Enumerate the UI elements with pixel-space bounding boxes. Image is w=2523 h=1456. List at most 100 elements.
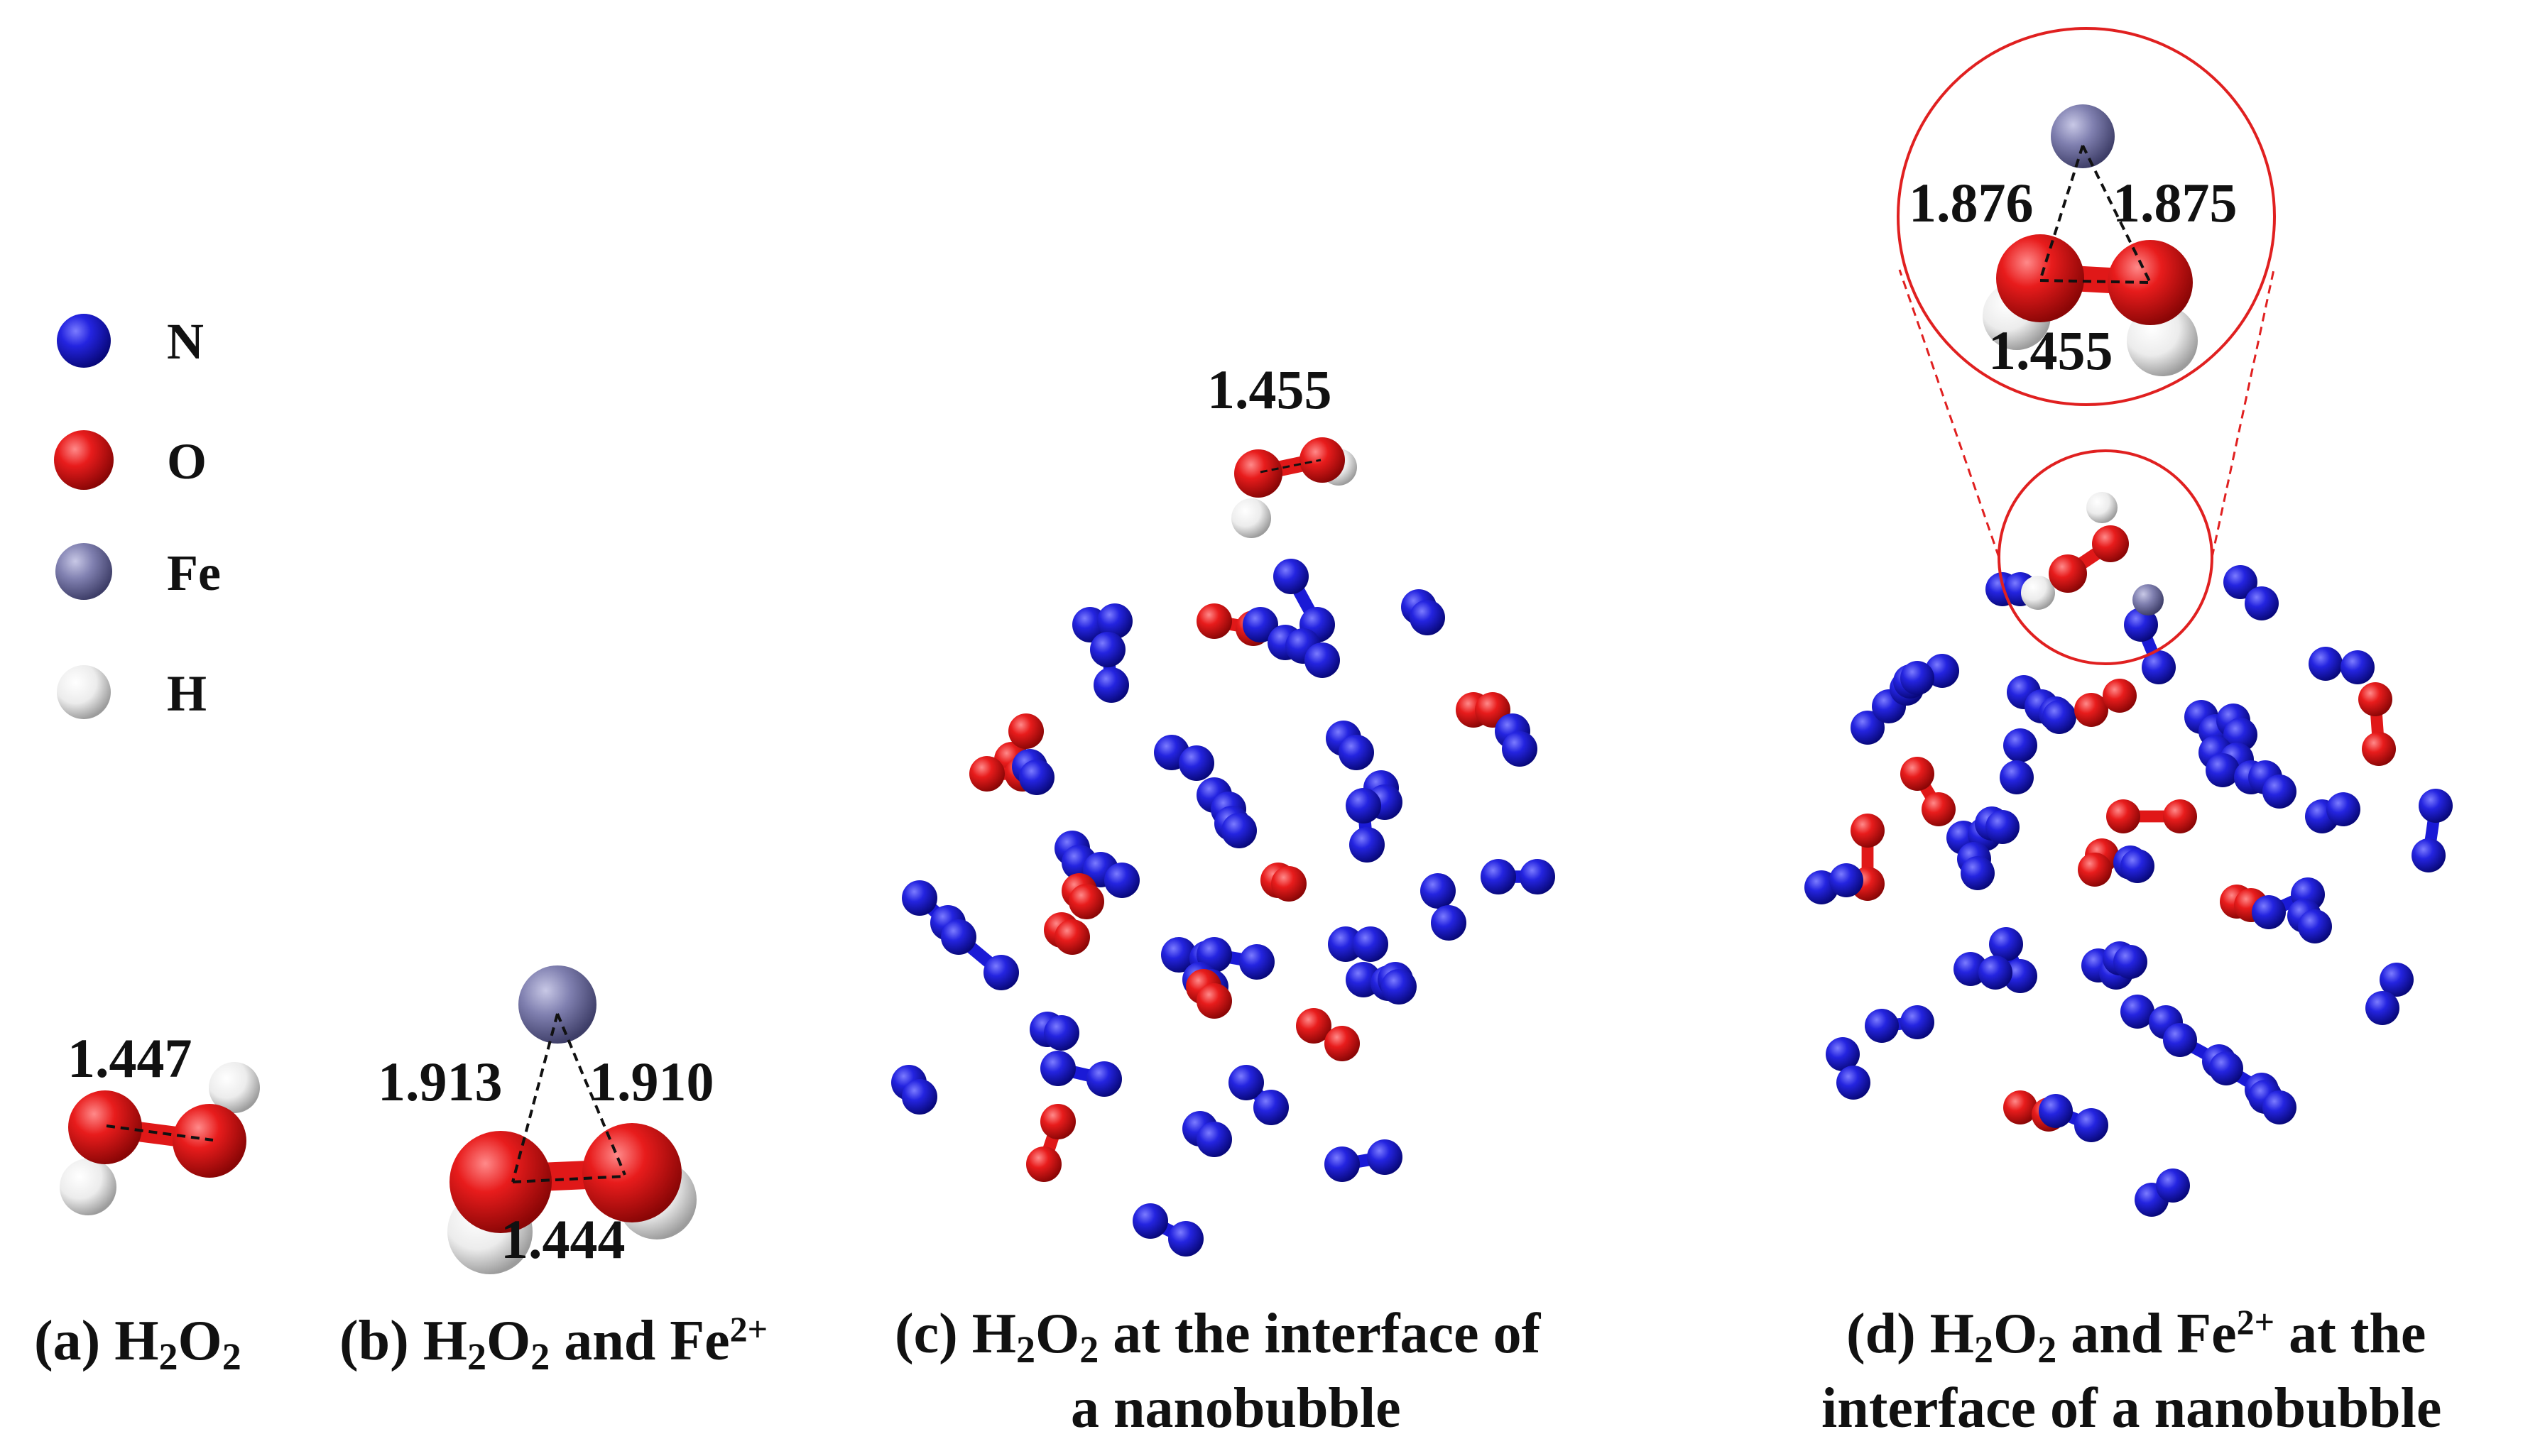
legend-atom-n-icon [57, 314, 111, 368]
n2-molecule [2124, 608, 2176, 684]
atom-n [1243, 607, 1278, 642]
n2-molecule [1133, 1203, 1204, 1257]
atom-n [2003, 728, 2037, 762]
legend-label-o: O [167, 433, 207, 490]
n2-molecule [2248, 760, 2296, 809]
o2-molecule [1062, 873, 1104, 919]
atom-o [2092, 525, 2129, 562]
atom-n [1989, 927, 2023, 961]
panel-d: 1.876 1.875 1.455 (d) H2O2 and Fe2+ at t… [1804, 27, 2453, 1440]
atom-n [1520, 859, 1555, 894]
atom-n [2120, 995, 2154, 1029]
atom-h [1231, 498, 1271, 538]
legend-atom-h-icon [57, 665, 111, 719]
atom-o [68, 1090, 142, 1164]
atom-n [2142, 650, 2176, 684]
n2-molecule [1090, 632, 1129, 703]
atom-n [941, 919, 976, 955]
n2-molecule [1953, 952, 2012, 990]
atom-n [2223, 718, 2257, 752]
atom-n [1961, 856, 1995, 890]
distance-line [106, 1124, 214, 1142]
atom-n [2120, 849, 2154, 883]
atom-n [2245, 586, 2279, 620]
atom-o [969, 756, 1005, 792]
atom-n [2262, 774, 2296, 809]
atom-o [1922, 792, 1956, 826]
atom-n [1985, 810, 2020, 844]
atom-n [1900, 1005, 1934, 1039]
atom-n [1826, 1037, 1860, 1071]
n2-molecule [1030, 1012, 1079, 1051]
n2-molecule [1401, 589, 1445, 635]
panel-d-caption-line1: (d) H2O2 and Fe2+ at the [1846, 1302, 2426, 1371]
atom-n [1304, 642, 1340, 678]
atom-h [209, 1062, 260, 1113]
nanobubble-cluster-d [1804, 565, 2453, 1217]
o2-molecule [1296, 1008, 1360, 1061]
panel-a-caption: (a) H2O2 [34, 1310, 241, 1378]
distance-label-bond: 1.455 [1988, 319, 2113, 381]
atom-n [2223, 565, 2257, 599]
o2-molecule [2358, 682, 2396, 766]
distance-line-right [2081, 145, 2152, 283]
n2-molecule [1957, 842, 1995, 890]
atom-n [1836, 1066, 1870, 1100]
atom-o [1900, 757, 1934, 791]
atom-n [1851, 711, 1885, 745]
atom-o [1197, 983, 1232, 1019]
atom-o [2108, 240, 2193, 325]
atom-n [2365, 991, 2399, 1025]
atom-n [1346, 788, 1381, 823]
atom-o [1299, 437, 1345, 483]
atom-o [1324, 1026, 1360, 1061]
atom-n [2163, 1023, 2197, 1057]
atom-o [2358, 682, 2392, 716]
atom-n [902, 1079, 937, 1115]
atom-n [2124, 608, 2158, 642]
o2-molecule [1900, 757, 1956, 826]
atom-n [2156, 1168, 2190, 1203]
atom-n [2000, 760, 2034, 794]
panel-b: 1.913 1.910 1.444 (b) H2O2 and Fe2+ [339, 965, 768, 1378]
n2-molecule [1072, 603, 1133, 642]
n2-molecule [1826, 1037, 1870, 1100]
atom-o [2362, 732, 2396, 766]
n2-molecule [1012, 749, 1055, 795]
atom-o [1234, 449, 1282, 498]
atom-o [582, 1123, 682, 1222]
n2-molecule [2000, 728, 2037, 794]
atom-o [2078, 853, 2112, 887]
n2-molecule [1865, 1005, 1934, 1043]
atom-n [1197, 1122, 1232, 1157]
atom-n [1431, 905, 1466, 941]
distance-label: 1.447 [67, 1027, 192, 1089]
distance-label-bond: 1.444 [501, 1208, 626, 1270]
atom-n [1133, 1203, 1168, 1239]
atom-n [1328, 926, 1363, 962]
n2-molecule [1228, 1065, 1289, 1125]
atom-h [2086, 492, 2118, 523]
atom-o [1271, 866, 1307, 902]
molecule-h2o2-fe-small [2021, 492, 2164, 615]
atom-n [1339, 735, 1374, 770]
distance-line-right [556, 1013, 626, 1176]
panel-a: 1.447 (a) H2O2 [34, 1027, 260, 1378]
atom-n [1040, 1051, 1076, 1086]
atom-n [2206, 753, 2240, 787]
n2-molecule [1975, 806, 2020, 844]
atom-n [2003, 959, 2037, 993]
atom-n [1228, 1065, 1264, 1100]
atom-n [2298, 909, 2332, 943]
n2-molecule [941, 919, 1019, 990]
atom-n [1168, 1221, 1204, 1257]
n2-molecule [2248, 1080, 2296, 1124]
atom-n [1381, 969, 1417, 1005]
atom-n [1273, 559, 1309, 594]
atom-n [1086, 1061, 1122, 1097]
n2-molecule [1040, 1051, 1122, 1097]
n2-molecule [1378, 962, 1417, 1005]
nanobubble-cluster-c [891, 559, 1555, 1257]
atom-n [1239, 944, 1275, 980]
